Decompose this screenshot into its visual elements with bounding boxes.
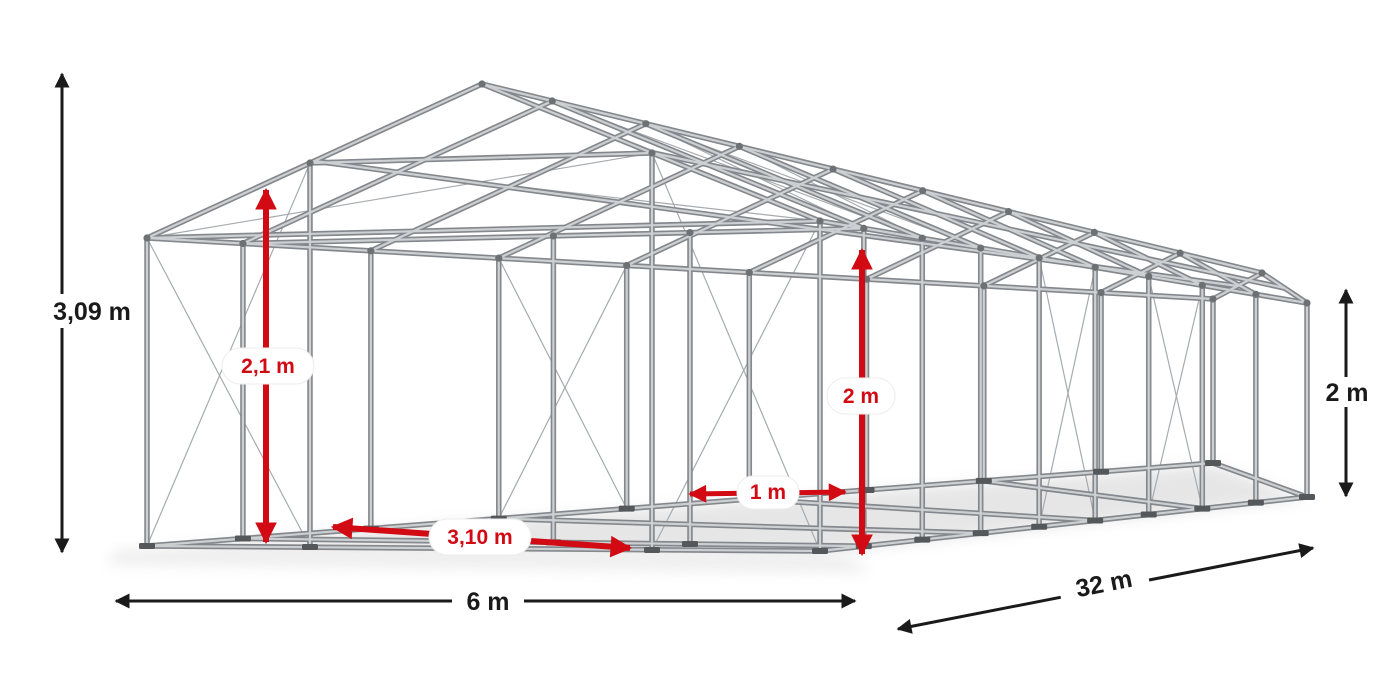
dimension-inner-height-side: 2 m [826, 247, 896, 557]
dimension-label: 2 m [1325, 379, 1368, 407]
dimension-side-height: 2 m [1320, 288, 1374, 498]
dimension-label: 3,09 m [53, 298, 131, 326]
dimension-label: 1 m [750, 481, 786, 504]
dimension-label: 6 m [466, 588, 509, 616]
dimension-length: 32 m [896, 543, 1315, 634]
dimension-pill [428, 518, 532, 556]
frame-joints [143, 80, 1311, 307]
dimension-post-spacing: 1 m [688, 475, 847, 510]
dimension-inner-height-front: 2,1 m [221, 187, 315, 545]
dimension-label: 2 m [843, 385, 879, 408]
dimension-entrance-width: 3,10 m [330, 517, 633, 558]
dimension-label: 3,10 m [447, 526, 512, 549]
dimension-pill [736, 475, 800, 510]
dimension-label: 32 m [1073, 565, 1134, 603]
dimension-width: 6 m [114, 586, 857, 616]
dimension-pill [826, 377, 896, 415]
dimension-total-height: 3,09 m [46, 72, 138, 554]
dimension-annotations: 2,1 m 2 m 1 m 3,10 m 3,09 m [46, 72, 1374, 634]
dimension-pill [221, 347, 315, 385]
dimension-label: 2,1 m [241, 355, 295, 378]
